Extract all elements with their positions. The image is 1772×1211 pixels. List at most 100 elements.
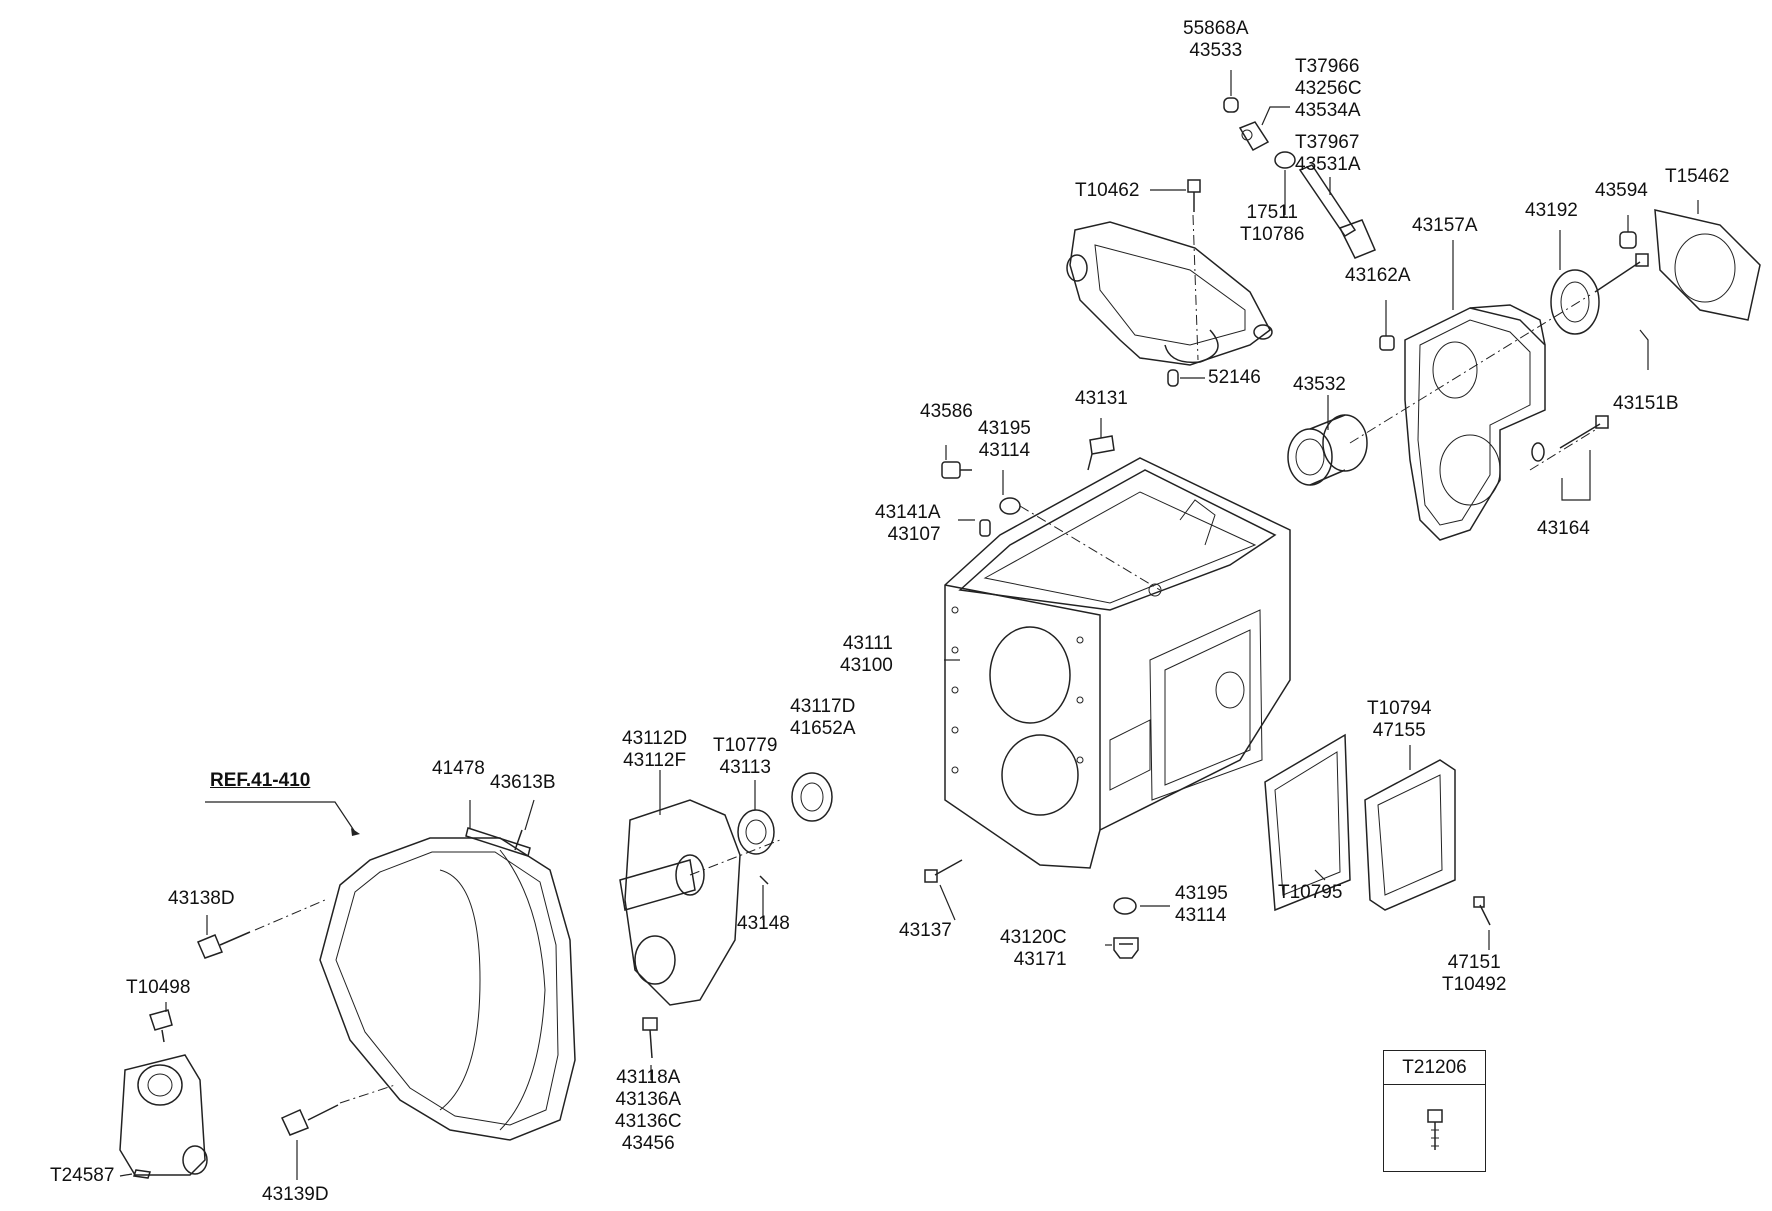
part-number: 43136C [615, 1111, 682, 1132]
part-number: 43139D [262, 1184, 329, 1205]
part-number: 43118A [616, 1067, 681, 1088]
part-number-label: 43162A [1345, 265, 1411, 287]
part-number: 43148 [737, 913, 790, 934]
part-number-label: T10498 [126, 977, 190, 999]
part-number: 43534A [1295, 100, 1361, 121]
legend-box: T21206 [1383, 1050, 1486, 1172]
plug-43162A [1379, 335, 1395, 351]
part-number: T10462 [1075, 180, 1140, 201]
part-number: 43117D [790, 696, 856, 717]
part-number-label: 43192 [1525, 200, 1578, 222]
pin-43613B [514, 829, 523, 851]
ref-arrowhead [351, 828, 360, 836]
part-number-label: 43141A 43107 [875, 502, 941, 546]
part-number: 41652A [790, 718, 856, 739]
transmission-case [944, 457, 1291, 869]
part-number: 43195 [978, 418, 1031, 439]
part-number: 55868A [1183, 18, 1249, 39]
part-number-label: 43164 [1537, 518, 1590, 540]
part-number: 43192 [1525, 200, 1578, 221]
part-number-label: 17511 T10786 [1240, 202, 1304, 246]
part-number: 43141A [875, 502, 941, 523]
part-number: 43164 [1537, 518, 1590, 539]
part-number: 43195 [1175, 883, 1228, 904]
seal-43117D [791, 772, 833, 822]
front-retainer-43112D [619, 799, 781, 1006]
part-number: 43531A [1295, 154, 1361, 175]
part-number: 43114 [978, 440, 1031, 461]
bolt-t10462 [1187, 179, 1201, 212]
part-number-label: T10779 43113 [713, 735, 777, 779]
part-number-label: 43532 [1293, 374, 1346, 396]
bolt-43118A [642, 1017, 658, 1059]
bolt-43164 [1531, 415, 1609, 462]
clutch-housing [319, 837, 576, 1141]
leader-lines [119, 70, 1699, 1180]
part-number: T24587 [50, 1165, 115, 1186]
clip-t24587 [133, 1169, 151, 1179]
pin-43148 [759, 875, 769, 885]
part-number-label: 43139D [262, 1184, 329, 1206]
drain-plug-43120C [1113, 937, 1139, 959]
gasket-43195-bottom [1113, 897, 1137, 915]
ref-label[interactable]: REF.41-410 [210, 770, 311, 791]
part-number: 43456 [621, 1133, 675, 1154]
bolt-43151B [1594, 253, 1649, 293]
driven-gear-43531A [1298, 164, 1376, 259]
part-number: 43586 [920, 401, 973, 422]
part-number-label: 43151B [1613, 393, 1679, 415]
part-number: 43131 [1075, 388, 1128, 409]
gasket-43195-top [999, 497, 1021, 515]
oil-seal-43192 [1550, 269, 1600, 335]
part-number: 43613B [490, 772, 556, 793]
part-number-label: 43131 [1075, 388, 1128, 410]
part-number-label: T10462 [1075, 180, 1139, 202]
part-number: 17511 [1246, 202, 1298, 223]
part-number: 43157A [1412, 215, 1478, 236]
part-number-label: 43613B [490, 772, 556, 794]
part-number: 52146 [1208, 367, 1261, 388]
part-number: 47155 [1372, 720, 1426, 741]
part-number-label: 43195 43114 [978, 418, 1031, 462]
dowel-52146 [1167, 369, 1179, 387]
part-number: T15462 [1665, 166, 1730, 187]
part-number-label: 52146 [1208, 367, 1261, 389]
fitting-t10498 [149, 1009, 173, 1043]
seal-43113 [737, 809, 775, 855]
part-number: 43162A [1345, 265, 1411, 286]
release-bearing [119, 1054, 208, 1176]
part-number: 43111 [842, 633, 893, 654]
part-number-label: T10795 [1278, 882, 1342, 904]
part-number-label: 43195 43114 [1175, 883, 1228, 927]
part-number-label: 43112D 43112F [622, 728, 687, 772]
part-number: 43112F [623, 750, 687, 771]
legend-bolt-t21206 [1427, 1109, 1443, 1150]
bolt-43137 [924, 859, 963, 883]
bolt-43139D [280, 1104, 339, 1136]
part-number-label: 41478 [432, 758, 485, 780]
part-number: T37966 [1295, 56, 1360, 77]
part-number-label: 43111 43100 [840, 633, 893, 677]
part-number: 43256C [1295, 78, 1362, 99]
part-number-label: T37967 43531A [1295, 132, 1361, 176]
part-number: 43120C [1000, 927, 1067, 948]
gasket-t10795 [1264, 733, 1351, 912]
part-number-label: T24587 [50, 1165, 114, 1187]
part-number-label: 43118A 43136A 43136C 43456 [615, 1067, 682, 1155]
part-number-label: 43594 [1595, 180, 1648, 202]
part-number: 43533 [1189, 40, 1243, 61]
part-number-label: T15462 [1665, 166, 1729, 188]
part-number-label: 43138D [168, 888, 235, 910]
guide-41478 [465, 827, 531, 857]
plug-43594 [1619, 231, 1637, 249]
part-number: 43107 [887, 524, 941, 545]
part-number: T37967 [1295, 132, 1360, 153]
part-number: 43138D [168, 888, 235, 909]
part-number-label: T37966 43256C 43534A [1295, 56, 1362, 122]
part-number: 43112D [622, 728, 688, 749]
top-shift-cover [1066, 214, 1273, 366]
plug-43141A [979, 519, 991, 537]
plug-43586 [941, 461, 972, 479]
bolt-43138D [197, 931, 251, 959]
